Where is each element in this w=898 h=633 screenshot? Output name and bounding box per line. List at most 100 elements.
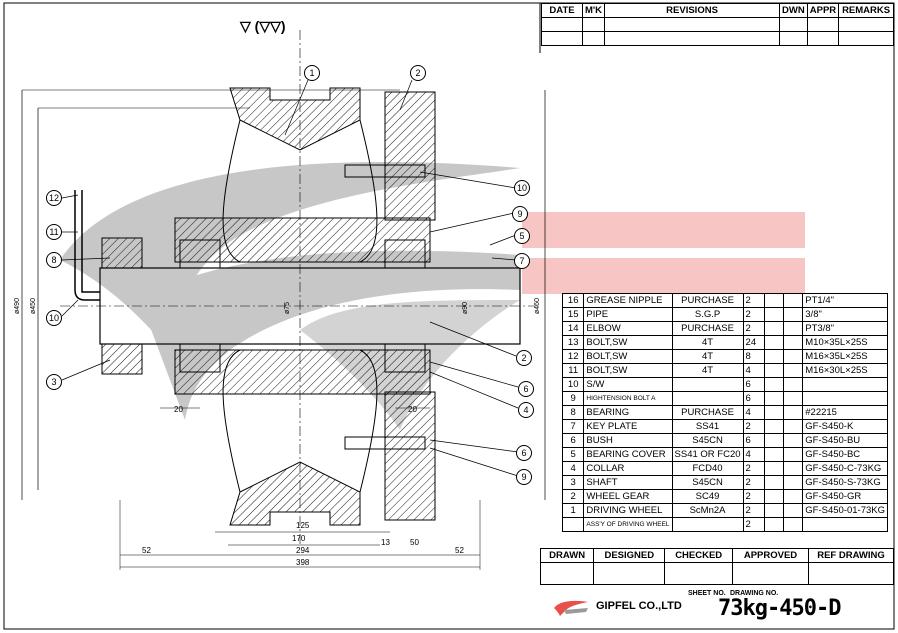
- part-qty-cell: 2: [742, 489, 765, 504]
- title-header-approved: APPROVED: [732, 548, 809, 563]
- part-no-cell: 2: [561, 489, 585, 504]
- part-remark-cell: M16×35L×25S: [802, 349, 888, 364]
- balloon-10-right: 10: [514, 180, 530, 196]
- part-qty-cell: 2: [742, 307, 765, 322]
- balloon-3: 3: [46, 374, 62, 390]
- part-material-cell: [671, 391, 744, 406]
- part-blank-cell: [783, 461, 804, 476]
- part-no-cell: 14: [561, 321, 585, 336]
- part-qty-cell: 4: [742, 447, 765, 462]
- part-name-cell: BUSH: [583, 433, 673, 448]
- part-material-cell: PURCHASE: [671, 321, 744, 336]
- part-qty-cell: 2: [742, 293, 765, 308]
- part-blank-cell: [783, 307, 804, 322]
- dim-dia-490: ø490: [13, 298, 21, 314]
- part-no-cell: 8: [561, 405, 585, 420]
- company-name: GIPFEL CO.,LTD: [596, 600, 682, 612]
- part-name-cell: GREASE NIPPLE: [583, 293, 673, 308]
- part-remark-cell: M10×35L×25S: [802, 335, 888, 350]
- part-name-cell: BOLT,SW: [583, 335, 673, 350]
- part-no-cell: 10: [561, 377, 585, 392]
- part-name-cell: PIPE: [583, 307, 673, 322]
- dim-dia-75: ø75: [284, 301, 292, 315]
- part-blank-cell: [763, 349, 785, 364]
- part-remark-cell: GF-S450-C-73KG: [802, 461, 888, 476]
- balloon-1: 1: [304, 65, 320, 81]
- balloon-11: 11: [46, 224, 62, 240]
- dim-52-right: 52: [455, 546, 464, 555]
- part-blank-cell: [783, 447, 804, 462]
- part-material-cell: 4T: [671, 363, 744, 378]
- part-qty-cell: 4: [742, 363, 765, 378]
- part-name-cell: BEARING COVER: [583, 447, 673, 462]
- part-remark-cell: GF-S450-01-73KG: [802, 503, 888, 518]
- part-material-cell: SS41: [671, 419, 744, 434]
- part-material-cell: 4T: [671, 335, 744, 350]
- part-no-cell: 13: [561, 335, 585, 350]
- part-material-cell: S.G.P: [671, 307, 744, 322]
- part-blank-cell: [763, 461, 785, 476]
- part-no-cell: 3: [561, 475, 585, 490]
- drawing-number: 73kg-450-D: [718, 596, 841, 621]
- part-remark-cell: 3/8": [802, 307, 888, 322]
- balloon-6-upper: 6: [518, 381, 534, 397]
- part-blank-cell: [783, 433, 804, 448]
- part-qty-cell: 6: [742, 433, 765, 448]
- part-blank-cell: [783, 475, 804, 490]
- title-header-drawn: DRAWN: [539, 548, 595, 563]
- part-qty-cell: 4: [742, 405, 765, 420]
- title-header-designed: DESIGNED: [593, 548, 666, 563]
- part-blank-cell: [763, 517, 785, 532]
- part-material-cell: PURCHASE: [671, 405, 744, 420]
- part-blank-cell: [763, 391, 785, 406]
- dim-13: 13: [381, 538, 390, 547]
- dim-294: 294: [296, 546, 310, 555]
- part-material-cell: SS41 OR FC20: [671, 447, 744, 462]
- dim-125: 125: [296, 521, 310, 530]
- part-blank-cell: [763, 363, 785, 378]
- part-name-cell: ELBOW: [583, 321, 673, 336]
- part-material-cell: PURCHASE: [671, 293, 744, 308]
- title-header-ref-drawing: REF DRAWING: [808, 548, 894, 563]
- part-qty-cell: 8: [742, 349, 765, 364]
- dim-398: 398: [296, 558, 310, 567]
- balloon-2-top: 2: [410, 65, 426, 81]
- balloon-12: 12: [46, 190, 62, 206]
- part-blank-cell: [763, 335, 785, 350]
- balloon-10-left: 10: [46, 310, 62, 326]
- part-qty-cell: 24: [742, 335, 765, 350]
- balloon-7: 7: [514, 253, 530, 269]
- part-remark-cell: GF-S450-S-73KG: [802, 475, 888, 490]
- rev-header-revisions: REVISIONS: [604, 3, 781, 18]
- part-material-cell: SC49: [671, 489, 744, 504]
- part-remark-cell: GF-S450-GR: [802, 489, 888, 504]
- part-blank-cell: [763, 293, 785, 308]
- part-blank-cell: [783, 321, 804, 336]
- part-blank-cell: [783, 517, 804, 532]
- part-blank-cell: [763, 489, 785, 504]
- drawing-no-label: DRAWING NO.: [730, 590, 779, 597]
- balloon-9-lower: 9: [516, 469, 532, 485]
- part-name-cell: BOLT,SW: [583, 363, 673, 378]
- part-blank-cell: [783, 293, 804, 308]
- part-remark-cell: [802, 377, 888, 392]
- part-blank-cell: [783, 349, 804, 364]
- part-blank-cell: [763, 307, 785, 322]
- part-qty-cell: 2: [742, 475, 765, 490]
- finish-symbol: ▽ (▽▽): [240, 18, 286, 34]
- balloon-8: 8: [46, 252, 62, 268]
- part-blank-cell: [763, 377, 785, 392]
